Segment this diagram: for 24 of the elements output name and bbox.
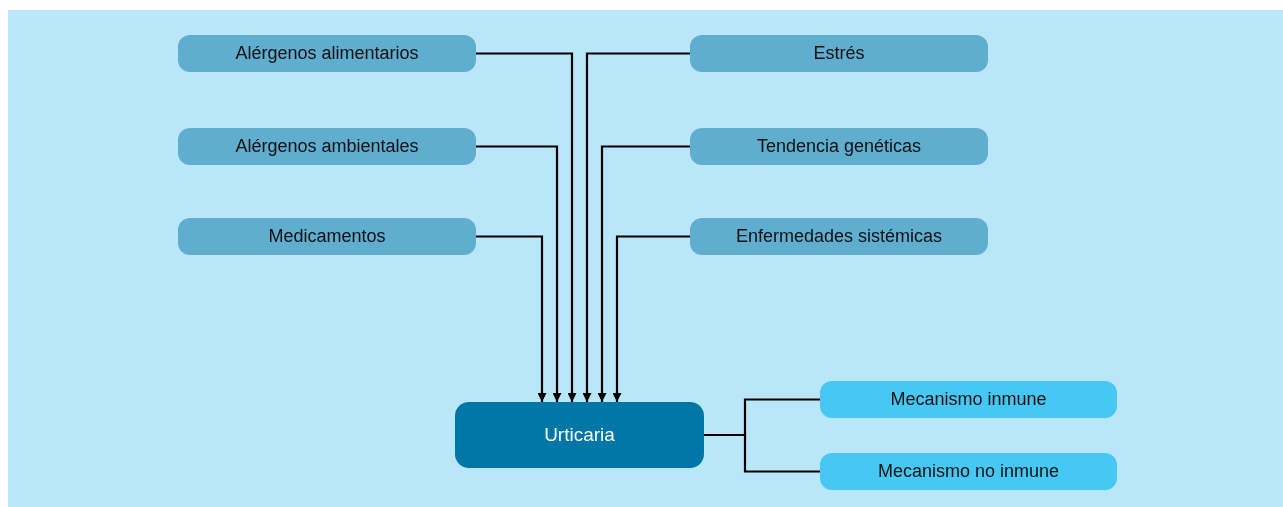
cause-box bbox=[178, 128, 476, 165]
arrow bbox=[597, 145, 690, 402]
arrow bbox=[582, 52, 690, 402]
arrow bbox=[476, 235, 547, 402]
mechanism-box bbox=[820, 453, 1117, 490]
node-label: Medicamentos bbox=[268, 226, 386, 247]
arrow bbox=[612, 235, 690, 402]
node-label: Enfermedades sistémicas bbox=[735, 226, 943, 247]
mechanism-box bbox=[820, 381, 1117, 418]
main-box bbox=[455, 402, 704, 468]
node-label: Estrés bbox=[813, 43, 865, 64]
cause-box bbox=[178, 218, 476, 255]
node-label: Mecanismo inmune bbox=[890, 389, 1047, 410]
node-label: Alérgenos ambientales bbox=[235, 136, 419, 157]
node-label: Mecanismo no inmune bbox=[877, 461, 1060, 482]
node-label: Urticaria bbox=[544, 424, 615, 446]
cause-box bbox=[690, 128, 988, 165]
arrow bbox=[476, 145, 562, 402]
arrow bbox=[476, 52, 577, 402]
node-label: Alérgenos alimentarios bbox=[235, 43, 419, 64]
node-label: Tendencia genéticas bbox=[756, 136, 922, 157]
cause-box bbox=[690, 218, 988, 255]
cause-box bbox=[178, 35, 476, 72]
cause-box bbox=[690, 35, 988, 72]
